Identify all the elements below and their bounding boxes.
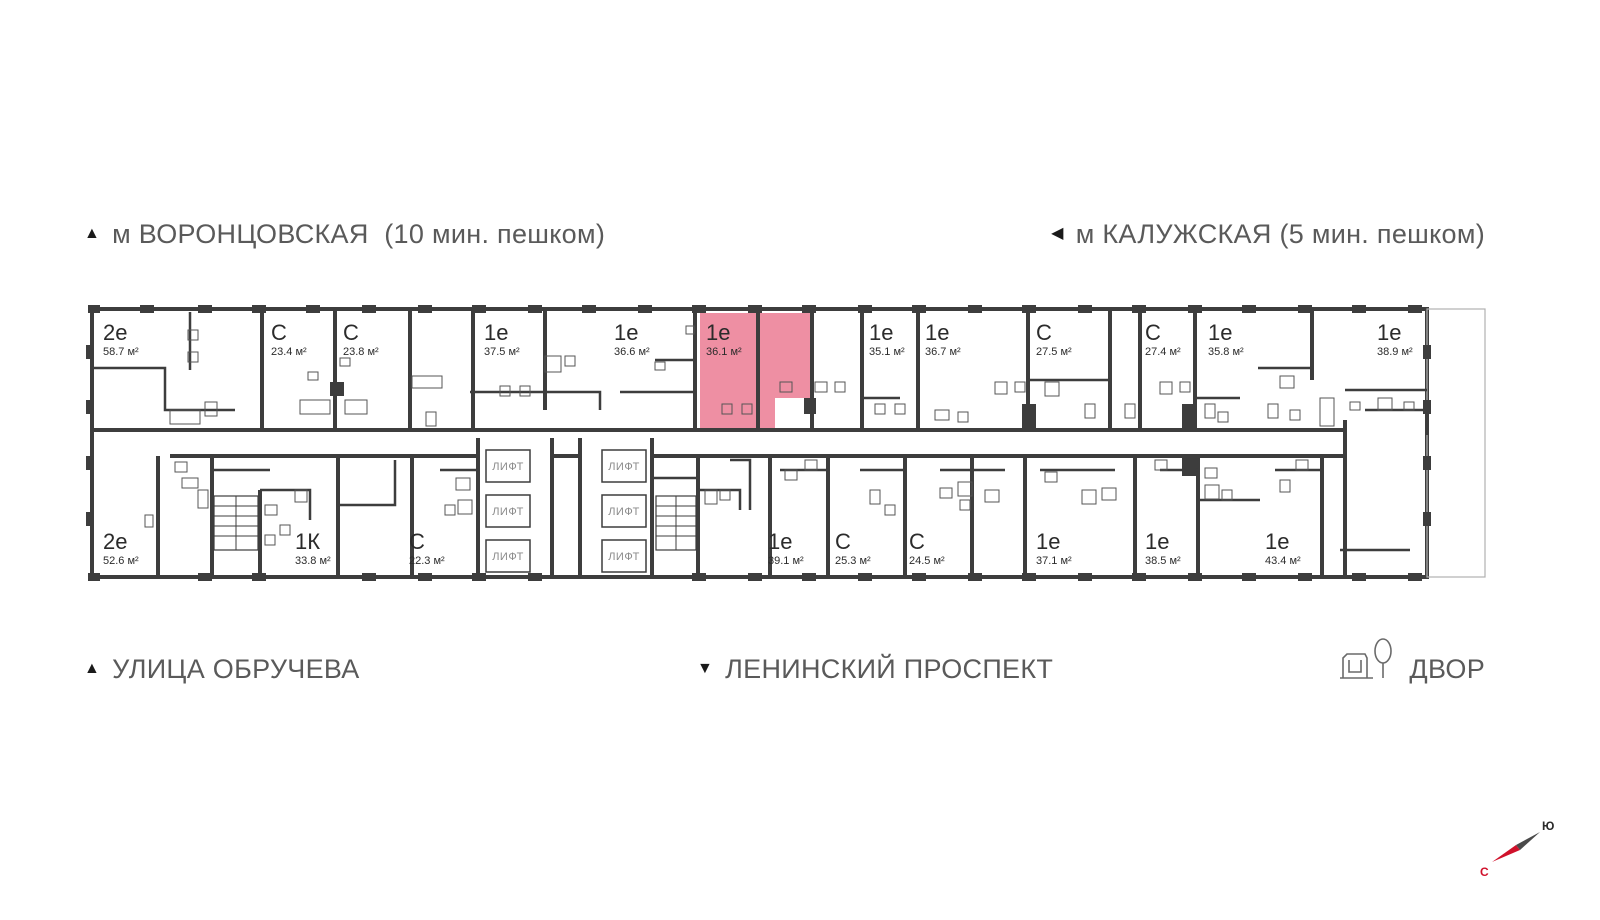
- unit-area-label: 58.7 м²: [103, 346, 139, 358]
- landmark-dvor: ДВОР: [1409, 654, 1485, 684]
- unit-area-label: 36.6 м²: [614, 346, 650, 358]
- unit-type-label: С: [835, 529, 851, 554]
- unit-type-label: 1е: [484, 320, 508, 345]
- lift-labels: ЛИФТ ЛИФТ ЛИФТ ЛИФТ ЛИФТ ЛИФТ: [492, 461, 640, 563]
- unit-area-label: 52.6 м²: [103, 555, 139, 567]
- unit-area-label[interactable]: 36.1 м²: [706, 346, 742, 358]
- lift-label: ЛИФТ: [492, 506, 524, 518]
- arrow-up-icon: ▲: [84, 225, 101, 242]
- lift-shaft: [601, 449, 647, 483]
- landmark-label: ЛЕНИНСКИЙ ПРОСПЕКТ: [725, 654, 1054, 684]
- unit-type-label: 1е: [1377, 320, 1401, 345]
- compass-north-label: С: [1480, 865, 1489, 879]
- unit-area-label: 37.5 м²: [484, 346, 520, 358]
- unit-type-label: 1е: [1145, 529, 1169, 554]
- lift-label: ЛИФТ: [608, 461, 640, 473]
- compass-south-label: Ю: [1542, 819, 1554, 833]
- unit-area-label: 37.1 м²: [1036, 555, 1072, 567]
- unit-type-label: 1е: [1208, 320, 1232, 345]
- unit-type-label: 2е: [103, 320, 127, 345]
- unit-area-label: 22.3 м²: [409, 555, 445, 567]
- unit-labels-bottom: 2е 52.6 м² 1К 33.8 м² С 22.3 м² 1е 39.1 …: [103, 529, 1301, 567]
- stair-steps: [656, 496, 696, 550]
- unit-type-label: 1е: [768, 529, 792, 554]
- unit-type-label: С: [343, 320, 359, 345]
- unit-type-label: С: [1145, 320, 1161, 345]
- balcony: [1426, 308, 1486, 578]
- unit-area-label: 38.5 м²: [1145, 555, 1181, 567]
- landmark-label: м ВОРОНЦОВСКАЯ (10 мин. пешком): [112, 219, 606, 249]
- inner-walls-top: [92, 312, 1429, 435]
- landmark-kaluzhskaya: ◀ м КАЛУЖСКАЯ (5 мин. пешком): [1051, 219, 1485, 249]
- unit-type-label: 1е: [1265, 529, 1289, 554]
- lift-shaft: [601, 539, 647, 573]
- inner-walls-bottom: [212, 458, 1410, 552]
- lift-shaft: [485, 539, 531, 573]
- unit-area-label: 33.8 м²: [295, 555, 331, 567]
- unit-type-label: С: [409, 529, 425, 554]
- top-partitions: [260, 309, 1347, 577]
- lift-shaft: [485, 449, 531, 483]
- unit-area-label: 35.1 м²: [869, 346, 905, 358]
- facade-columns: [86, 305, 1431, 581]
- selected-apartment-highlight[interactable]: [700, 313, 810, 428]
- unit-area-label: 43.4 м²: [1265, 555, 1301, 567]
- plumbing-fixtures: [144, 325, 1415, 546]
- landmark-label: м КАЛУЖСКАЯ (5 мин. пешком): [1075, 219, 1485, 249]
- unit-area-label: 27.5 м²: [1036, 346, 1072, 358]
- landmark-obrucheva: ▲ УЛИЦА ОБРУЧЕВА: [84, 654, 360, 684]
- unit-type-label: 1е: [925, 320, 949, 345]
- landmark-vorontsovskaya: ▲ м ВОРОНЦОВСКАЯ (10 мин. пешком): [84, 219, 605, 249]
- lift-label: ЛИФТ: [608, 506, 640, 518]
- unit-type-label: С: [1036, 320, 1052, 345]
- bottom-partitions: [156, 438, 1324, 577]
- unit-type-label: 1е: [1036, 529, 1060, 554]
- lift-shaft: [601, 494, 647, 528]
- unit-area-label: 25.3 м²: [835, 555, 871, 567]
- unit-area-label: 36.7 м²: [925, 346, 961, 358]
- unit-area-label: 23.4 м²: [271, 346, 307, 358]
- arrow-left-icon: ◀: [1051, 225, 1064, 242]
- unit-type-label[interactable]: 1е: [706, 320, 730, 345]
- courtyard-icon: [1340, 638, 1392, 679]
- compass-icon: С Ю: [1480, 819, 1554, 879]
- arrow-up-icon: ▲: [84, 660, 101, 677]
- unit-type-label: 1е: [869, 320, 893, 345]
- unit-area-label: 38.9 м²: [1377, 346, 1413, 358]
- lift-label: ЛИФТ: [492, 461, 524, 473]
- unit-labels-top: 2е 58.7 м² С 23.4 м² С 23.8 м² 1е 37.5 м…: [103, 320, 1413, 358]
- lift-label: ЛИФТ: [608, 551, 640, 563]
- unit-area-label: 39.1 м²: [768, 555, 804, 567]
- arrow-down-icon: ▼: [697, 660, 714, 677]
- stair-steps: [214, 496, 258, 550]
- unit-area-label: 27.4 м²: [1145, 346, 1181, 358]
- lift-label: ЛИФТ: [492, 551, 524, 563]
- unit-type-label: 2е: [103, 529, 127, 554]
- unit-area-label: 24.5 м²: [909, 555, 945, 567]
- unit-area-label: 23.8 м²: [343, 346, 379, 358]
- landmark-label: УЛИЦА ОБРУЧЕВА: [112, 654, 360, 684]
- unit-type-label: 1е: [614, 320, 638, 345]
- unit-area-label: 35.8 м²: [1208, 346, 1244, 358]
- unit-type-label: 1К: [295, 529, 320, 554]
- landmark-label: ДВОР: [1409, 654, 1485, 684]
- lift-shaft: [485, 494, 531, 528]
- unit-type-label: С: [271, 320, 287, 345]
- unit-type-label: С: [909, 529, 925, 554]
- landmark-leninsky: ▼ ЛЕНИНСКИЙ ПРОСПЕКТ: [697, 654, 1053, 684]
